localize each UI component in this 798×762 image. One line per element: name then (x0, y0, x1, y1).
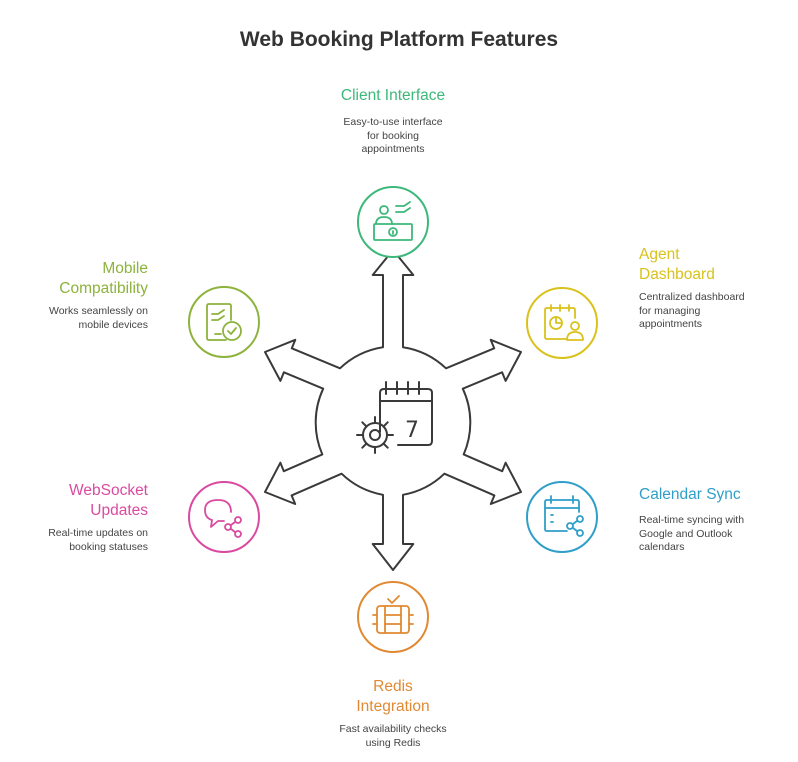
hub-shape (264, 249, 522, 571)
agent-dashboard-title: Agent Dashboard (639, 246, 715, 283)
hub-day-number: 7 (405, 418, 419, 443)
websocket-updates-desc: Real-time updates on booking statuses (48, 527, 148, 553)
mobile-check-icon (206, 303, 242, 341)
client-interface-desc: Easy-to-use interface for booking appoin… (343, 116, 443, 155)
mobile-compatibility-title: Mobile Compatibility (59, 260, 148, 297)
mobile-compatibility-circle (188, 286, 260, 358)
client-interface-title: Client Interface (340, 87, 446, 104)
mobile-compatibility-desc: Works seamlessly on mobile devices (48, 305, 148, 331)
calendar-sync-circle (526, 481, 598, 553)
redis-integration-desc: Fast availability checks using Redis (339, 723, 447, 749)
calendar-gear-icon (356, 381, 433, 454)
calendar-sync-title: Calendar Sync (639, 486, 741, 503)
agent-dashboard-desc: Centralized dashboard for managing appoi… (639, 291, 745, 330)
redis-integration-circle (357, 581, 429, 653)
dashboard-user-icon (544, 304, 584, 341)
database-icon (372, 595, 414, 634)
calendar-share-icon (544, 495, 584, 537)
redis-integration-title: Redis Integration (356, 678, 430, 715)
websocket-updates-circle (188, 481, 260, 553)
calendar-sync-desc: Real-time syncing with Google and Outloo… (639, 514, 745, 553)
chat-share-icon (204, 499, 242, 538)
websocket-updates-title: WebSocket Updates (69, 482, 148, 519)
client-interface-circle (357, 186, 429, 258)
diagram-title: Web Booking Platform Features (239, 28, 559, 51)
receptionist-desk-icon (373, 201, 413, 241)
